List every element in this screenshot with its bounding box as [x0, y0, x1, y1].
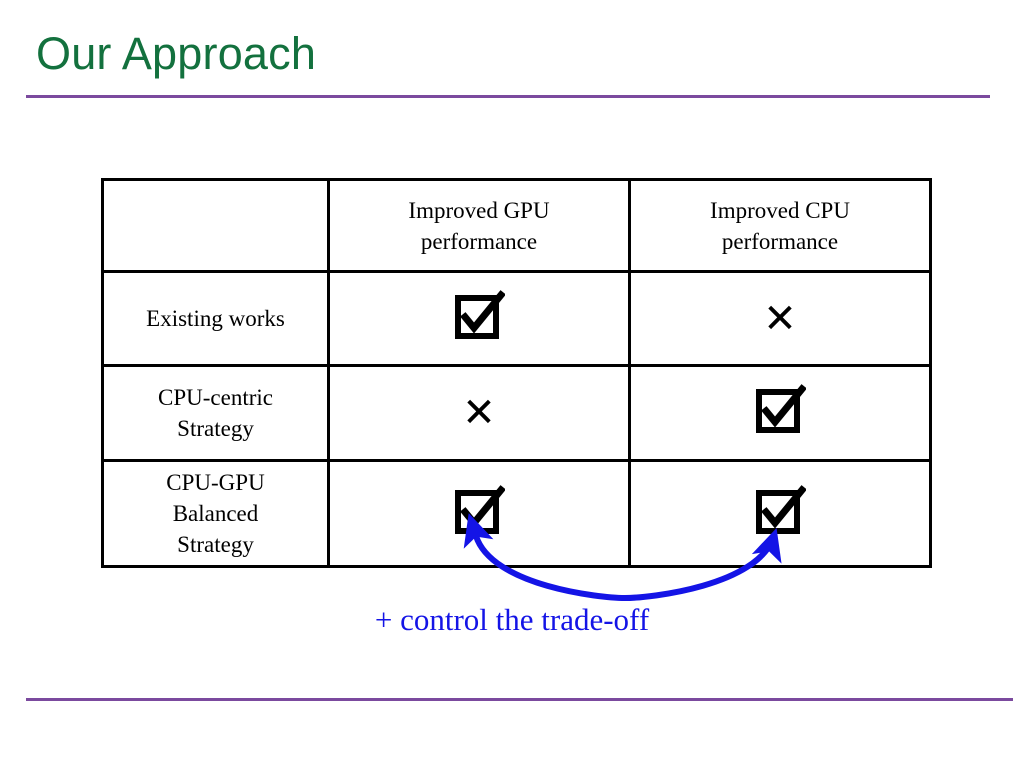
table-header-row: Improved GPU performance Improved CPU pe…	[101, 178, 932, 273]
title-divider	[26, 95, 990, 98]
check-icon	[754, 484, 807, 544]
check-icon	[754, 383, 807, 443]
cross-icon: ✕	[763, 295, 797, 342]
table-row: CPU-centric Strategy ✕	[101, 364, 932, 462]
row-label-line: Existing works	[146, 306, 285, 331]
column-header-cpu-line2: performance	[721, 228, 839, 254]
column-header-cpu: Improved CPU performance	[628, 178, 932, 273]
table-row: Existing works ✕	[101, 270, 932, 367]
tradeoff-caption: + control the trade-off	[374, 602, 650, 637]
column-header-gpu-line2: performance	[420, 228, 538, 254]
column-header-cpu-line1: Improved CPU	[710, 197, 850, 223]
row-label-line: Strategy	[177, 416, 254, 441]
column-header-gpu-line1: Improved GPU	[408, 197, 550, 223]
row-label-line: CPU-centric	[158, 385, 273, 410]
comparison-matrix: Improved GPU performance Improved CPU pe…	[101, 178, 932, 568]
column-header-gpu: Improved GPU performance	[327, 178, 631, 273]
table-row: CPU-GPU Balanced Strategy	[101, 459, 932, 568]
row-label-existing-works: Existing works	[101, 270, 330, 367]
cell-existing-works-cpu: ✕	[628, 270, 932, 367]
row-label-cpu-gpu-balanced: CPU-GPU Balanced Strategy	[101, 459, 330, 568]
row-label-line: Strategy	[177, 532, 254, 557]
cell-cpu-gpu-balanced-gpu	[327, 459, 631, 568]
footer-divider	[26, 698, 1013, 701]
check-icon	[453, 484, 506, 544]
cell-cpu-centric-cpu	[628, 364, 932, 462]
row-label-line: Balanced	[172, 501, 259, 526]
cell-cpu-gpu-balanced-cpu	[628, 459, 932, 568]
cross-icon: ✕	[462, 390, 496, 436]
cell-existing-works-gpu	[327, 270, 631, 367]
row-label-line: CPU-GPU	[166, 470, 265, 495]
page-title: Our Approach	[36, 28, 317, 79]
check-icon	[453, 289, 506, 349]
matrix-corner-blank	[101, 178, 330, 273]
cell-cpu-centric-gpu: ✕	[327, 364, 631, 462]
row-label-cpu-centric: CPU-centric Strategy	[101, 364, 330, 462]
